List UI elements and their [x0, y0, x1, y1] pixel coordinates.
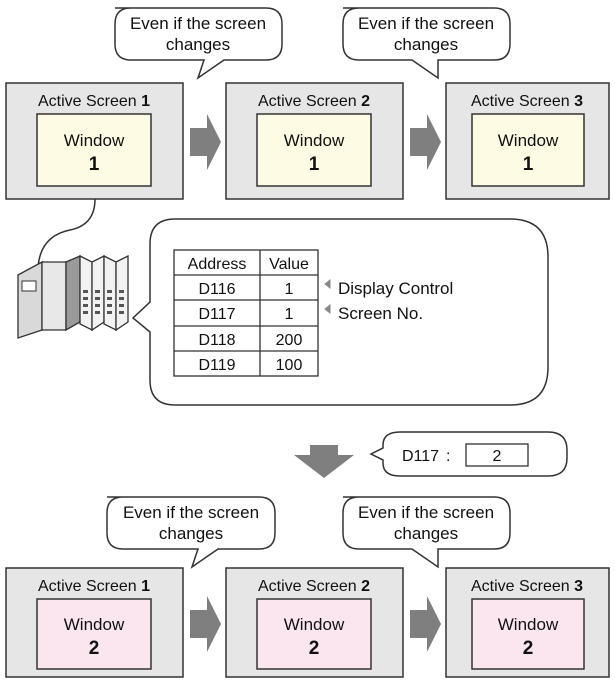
- table-cell-value: 100: [276, 357, 303, 374]
- plc-device-icon: [17, 254, 129, 339]
- change-callout-separator: :: [446, 448, 450, 465]
- window-label: Window: [498, 615, 559, 634]
- bottom-screen-2: Active Screen 2 Window 2: [225, 567, 404, 678]
- window-box: [471, 113, 585, 187]
- bottom-screen-1: Active Screen 1 Window 2: [5, 567, 184, 678]
- bubble-text-line1: Even if the screen: [130, 14, 266, 33]
- window-label: Window: [284, 615, 345, 634]
- window-box: [256, 113, 372, 187]
- top-screen-3: Active Screen 3 Window 1: [445, 82, 610, 200]
- down-arrow-icon: [294, 445, 354, 478]
- bottom-screen-3: Active Screen 3 Window 2: [445, 567, 610, 678]
- top-screen-1: Active Screen 1 Window 1: [5, 82, 184, 200]
- cable-line: [37, 198, 96, 269]
- table-cell-address: D117: [198, 306, 235, 323]
- right-arrow-icon: [190, 596, 221, 652]
- table-cell-value: 200: [276, 332, 303, 349]
- top-bubble-1: Even if the screen changes: [114, 7, 283, 80]
- screen-label: Active Screen 2: [258, 93, 370, 110]
- window-box: [471, 598, 585, 670]
- bubble-text-line2: changes: [394, 35, 458, 54]
- screen-label: Active Screen 1: [38, 93, 150, 110]
- change-callout: D117 : 2: [369, 431, 568, 477]
- right-arrow-icon: [410, 596, 441, 652]
- screen-label: Active Screen 3: [471, 578, 583, 595]
- window-box: [36, 113, 152, 187]
- pointer-left-icon: [324, 303, 331, 315]
- right-arrow-icon: [410, 114, 441, 170]
- window-number: 1: [523, 154, 534, 175]
- window-box: [36, 598, 152, 670]
- window-number: 1: [89, 154, 100, 175]
- change-callout-value: 2: [493, 448, 502, 465]
- bottom-bubble-2: Even if the screen changes: [342, 496, 511, 569]
- table-cell-address: D118: [198, 332, 235, 349]
- bubble-text-line2: changes: [166, 35, 230, 54]
- screen-label: Active Screen 1: [38, 578, 150, 595]
- window-label: Window: [64, 131, 125, 150]
- table-cell-address: D119: [198, 357, 235, 374]
- bubble-text-line1: Even if the screen: [358, 503, 494, 522]
- right-arrow-icon: [190, 114, 221, 170]
- table-cell-address: D116: [198, 281, 235, 298]
- table-header-address: Address: [188, 256, 247, 273]
- address-table: Address Value D116 1 D117 1 D118 200 D11…: [173, 249, 319, 377]
- window-number: 2: [309, 638, 320, 659]
- bubble-text-line2: changes: [394, 524, 458, 543]
- table-note: Display Control: [338, 279, 453, 298]
- table-cell-value: 1: [285, 281, 294, 298]
- window-box: [256, 598, 372, 670]
- screen-label: Active Screen 2: [258, 578, 370, 595]
- table-header-value: Value: [269, 256, 309, 273]
- top-bubble-2: Even if the screen changes: [342, 7, 511, 80]
- bottom-bubble-1: Even if the screen changes: [106, 496, 276, 569]
- window-number: 2: [523, 638, 534, 659]
- window-label: Window: [498, 131, 559, 150]
- table-cell-value: 1: [285, 306, 294, 323]
- pointer-left-icon: [324, 278, 331, 290]
- change-value-box: [465, 443, 529, 467]
- window-number: 1: [309, 154, 320, 175]
- screen-label: Active Screen 3: [471, 93, 583, 110]
- window-label: Window: [64, 615, 125, 634]
- bubble-text-line1: Even if the screen: [358, 14, 494, 33]
- window-number: 2: [89, 638, 100, 659]
- change-callout-address: D117: [402, 448, 439, 465]
- bubble-text-line1: Even if the screen: [123, 503, 259, 522]
- bubble-text-line2: changes: [159, 524, 223, 543]
- top-screen-2: Active Screen 2 Window 1: [225, 82, 404, 200]
- window-label: Window: [284, 131, 345, 150]
- table-note: Screen No.: [338, 304, 423, 323]
